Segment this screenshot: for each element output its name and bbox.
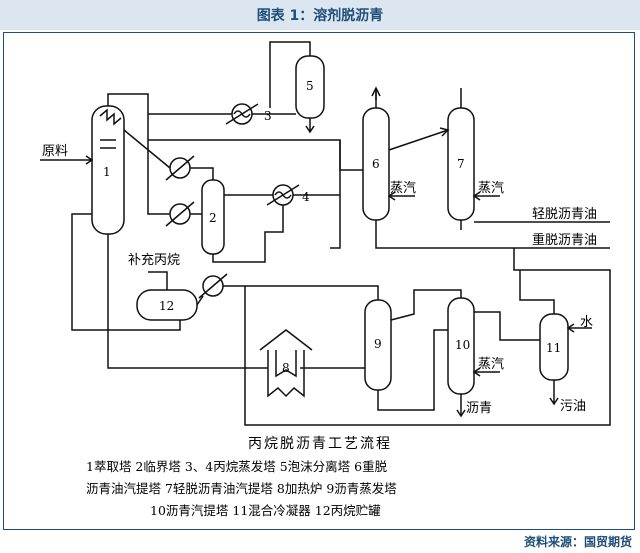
figure-title-bar: 图表 1：溶剂脱沥青 [0, 0, 640, 30]
diagram-caption-title: 丙烷脱沥青工艺流程 [248, 436, 392, 452]
label-num-5: 5 [306, 79, 314, 93]
label-water: 水 [580, 315, 593, 330]
label-steam-10: 蒸汽 [478, 357, 504, 372]
diagram-legend-line-2: 沥青油汽提塔 7轻脱沥青油汽提塔 8加热炉 9沥青蒸发塔 [86, 481, 397, 496]
cooler-a [165, 155, 195, 181]
diagram-legend-line-1: 1萃取塔 2临界塔 3、4丙烷蒸发塔 5泡沫分离塔 6重脱 [86, 459, 388, 474]
source-note: 资料来源：国贸期货 [523, 535, 632, 549]
label-asphalt: 沥青 [466, 401, 492, 416]
diagram-legend-line-3: 10沥青汽提塔 11混合冷凝器 12丙烷贮罐 [150, 503, 381, 518]
cooler-c [198, 273, 228, 299]
label-num-11: 11 [546, 341, 561, 355]
label-propane-makeup: 补充丙烷 [128, 252, 180, 268]
label-steam-7: 蒸汽 [478, 181, 504, 196]
label-steam-6: 蒸汽 [390, 181, 416, 196]
label-num-6: 6 [372, 157, 380, 171]
label-num-2: 2 [209, 211, 217, 225]
label-feed: 原料 [42, 144, 68, 159]
cooler-b [165, 201, 195, 227]
label-light-oil: 轻脱沥青油 [532, 207, 597, 222]
label-num-9: 9 [374, 337, 382, 351]
diagram-frame [3, 32, 635, 530]
label-heavy-oil: 重脱沥青油 [532, 232, 597, 248]
label-num-10: 10 [455, 338, 470, 352]
label-num-7: 7 [457, 157, 465, 171]
label-num-4: 4 [302, 190, 310, 204]
label-waste-oil: 污油 [560, 399, 586, 414]
label-num-12: 12 [159, 299, 174, 313]
piping [40, 41, 611, 426]
label-num-3: 3 [264, 109, 272, 123]
figure-title: 图表 1：溶剂脱沥青 [256, 8, 384, 24]
label-num-8: 8 [282, 361, 290, 375]
furnace-8 [259, 329, 313, 398]
label-num-1: 1 [103, 165, 111, 179]
